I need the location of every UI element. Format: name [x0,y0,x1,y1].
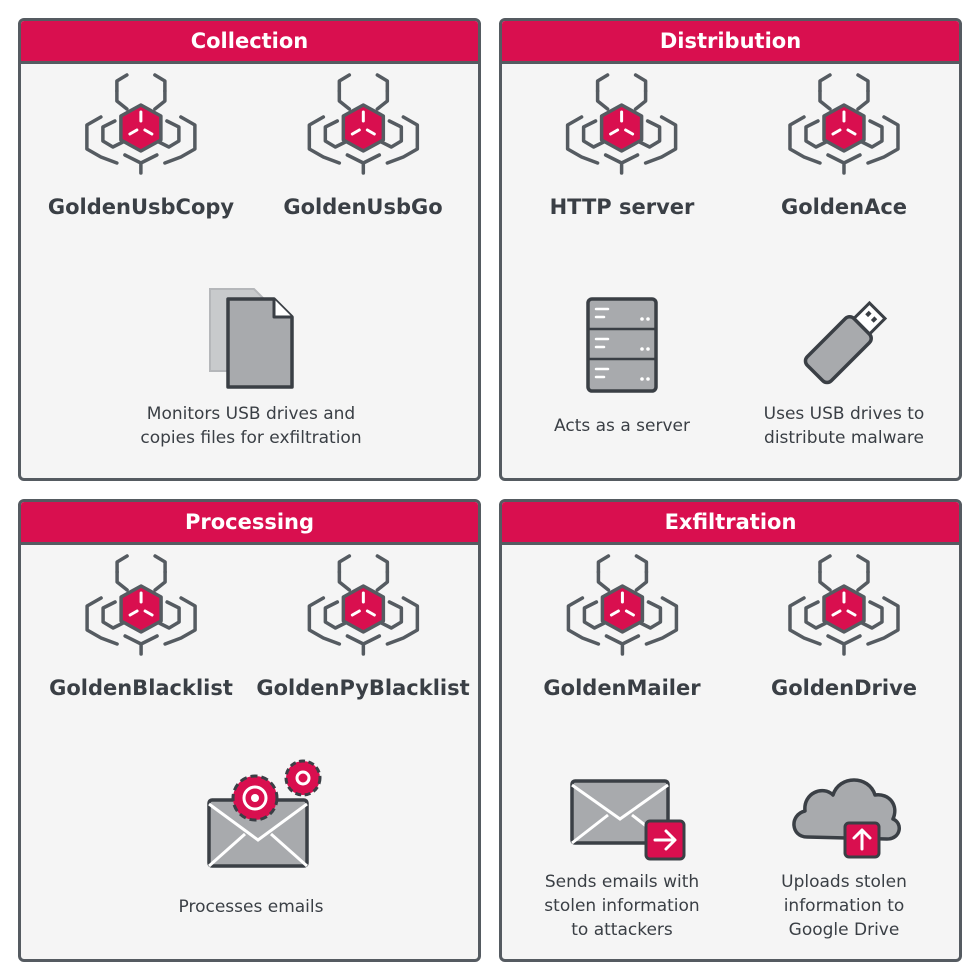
description-line: Uploads stolen [781,872,907,892]
description-line: copies files for exfiltration [140,428,362,448]
documents-icon [209,288,294,389]
description-line: Acts as a server [554,416,690,436]
tool-name: GoldenPyBlacklist [256,676,470,700]
description-line: distribute malware [764,428,924,448]
description-line: Uses USB drives to [763,404,925,424]
tool-golden-blacklist: GoldenBlacklist [49,550,233,700]
envelope-arrow-icon [570,779,686,861]
tool-name: GoldenMailer [543,676,701,700]
tool-description: Uploads stolen information to Google Dri… [781,870,907,942]
tool-name: GoldenUsbCopy [47,195,235,219]
panel-title: Collection [21,21,478,64]
description-line: Monitors USB drives and [146,404,356,424]
panel-processing: Processing GoldenBlacklist GoldenPyBlack… [18,499,481,962]
biohazard-icon [788,554,900,656]
tool-golden-drive: GoldenDrive [771,550,917,700]
tool-name: GoldenBlacklist [49,676,233,700]
tool-golden-usb-copy: GoldenUsbCopy [48,69,234,219]
tool-description: Processes emails [179,895,324,919]
tool-golden-py-blacklist: GoldenPyBlacklist [256,550,470,700]
biohazard-icon [788,73,900,175]
tool-golden-usb-go: GoldenUsbGo [283,69,443,219]
tool-description: Uses USB drives to distribute malware [764,402,925,450]
description-line: Sends emails with [544,872,700,892]
biohazard-icon [307,554,419,656]
tool-name: HTTP server [549,195,695,219]
tool-golden-ace: GoldenAce [781,69,907,219]
tool-description: Acts as a server [554,414,690,438]
biohazard-icon [85,73,197,175]
panel-title: Processing [21,502,478,545]
panel-collection: Collection GoldenUsbCopy GoldenUsbGo Mon… [18,18,481,481]
panel-exfiltration: Exfiltration GoldenMailer GoldenDrive Se… [499,499,962,962]
tool-name: GoldenUsbGo [283,195,443,219]
description-line: Processes emails [178,897,324,917]
tool-description: Sends emails with stolen information to … [544,870,699,942]
description-line: stolen information [544,896,700,916]
description-line: information to [783,896,905,916]
tool-http-server: HTTP server [549,69,695,219]
biohazard-icon [566,554,678,656]
tool-name: GoldenAce [780,195,908,219]
tool-name: GoldenDrive [770,676,918,700]
tool-description: Monitors USB drives and copies files for… [140,402,361,450]
biohazard-icon [307,73,419,175]
tool-golden-mailer: GoldenMailer [543,550,701,700]
cloud-upload-icon [792,778,901,859]
panel-distribution: Distribution HTTP server GoldenAce [499,18,962,481]
description-line: to attackers [571,920,673,940]
biohazard-icon [566,73,678,175]
server-icon [586,297,658,393]
panel-title: Distribution [502,21,959,64]
description-line: Google Drive [788,920,900,940]
panel-title: Exfiltration [502,502,959,545]
usb-drive-icon [803,300,888,385]
biohazard-icon [85,554,197,656]
envelope-gears-icon [207,759,322,868]
